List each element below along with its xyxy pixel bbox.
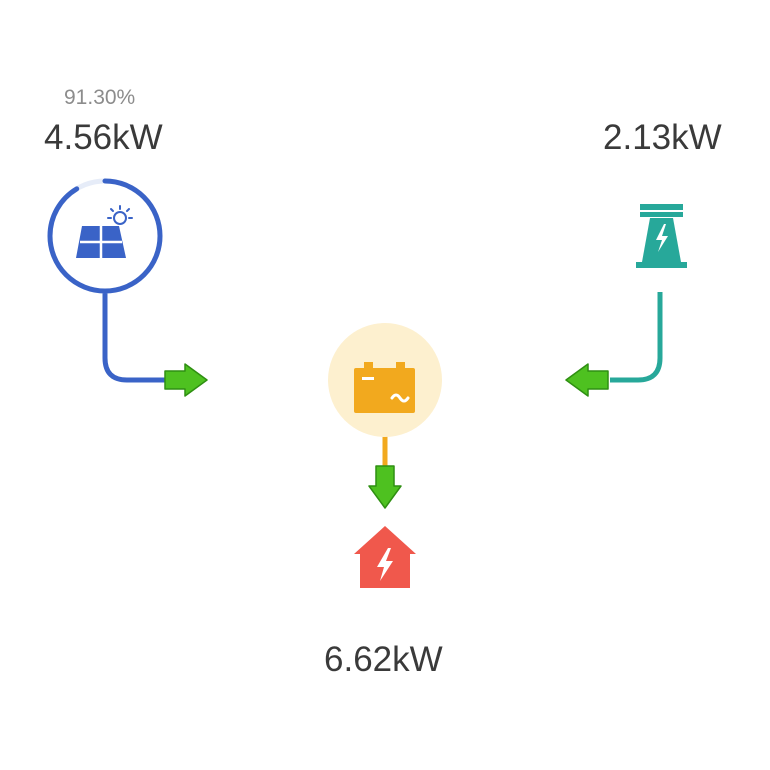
- house-lightning-icon: [354, 526, 416, 588]
- load-node[interactable]: [354, 526, 416, 588]
- battery-inverter-icon: [354, 362, 415, 413]
- flow-arrows: [164, 363, 609, 509]
- grid-flow-arrow-icon: [565, 363, 609, 397]
- solar-panel-sun-icon: [76, 205, 133, 258]
- solar-flow-arrow-icon: [164, 363, 208, 397]
- power-tower-icon: [636, 204, 687, 268]
- solar-power-value: 4.56kW: [44, 118, 163, 157]
- solar-line: [102, 290, 165, 383]
- load-power-value: 6.62kW: [324, 640, 443, 679]
- grid-power-value: 2.13kW: [603, 118, 722, 157]
- grid-line: [610, 292, 663, 383]
- solar-progress-ring: [47, 178, 163, 294]
- inverter-node[interactable]: [328, 323, 442, 437]
- solar-node[interactable]: [47, 178, 163, 294]
- grid-node[interactable]: [636, 204, 687, 268]
- solar-percentage: 91.30%: [64, 86, 136, 109]
- load-flow-arrow-icon: [368, 465, 402, 509]
